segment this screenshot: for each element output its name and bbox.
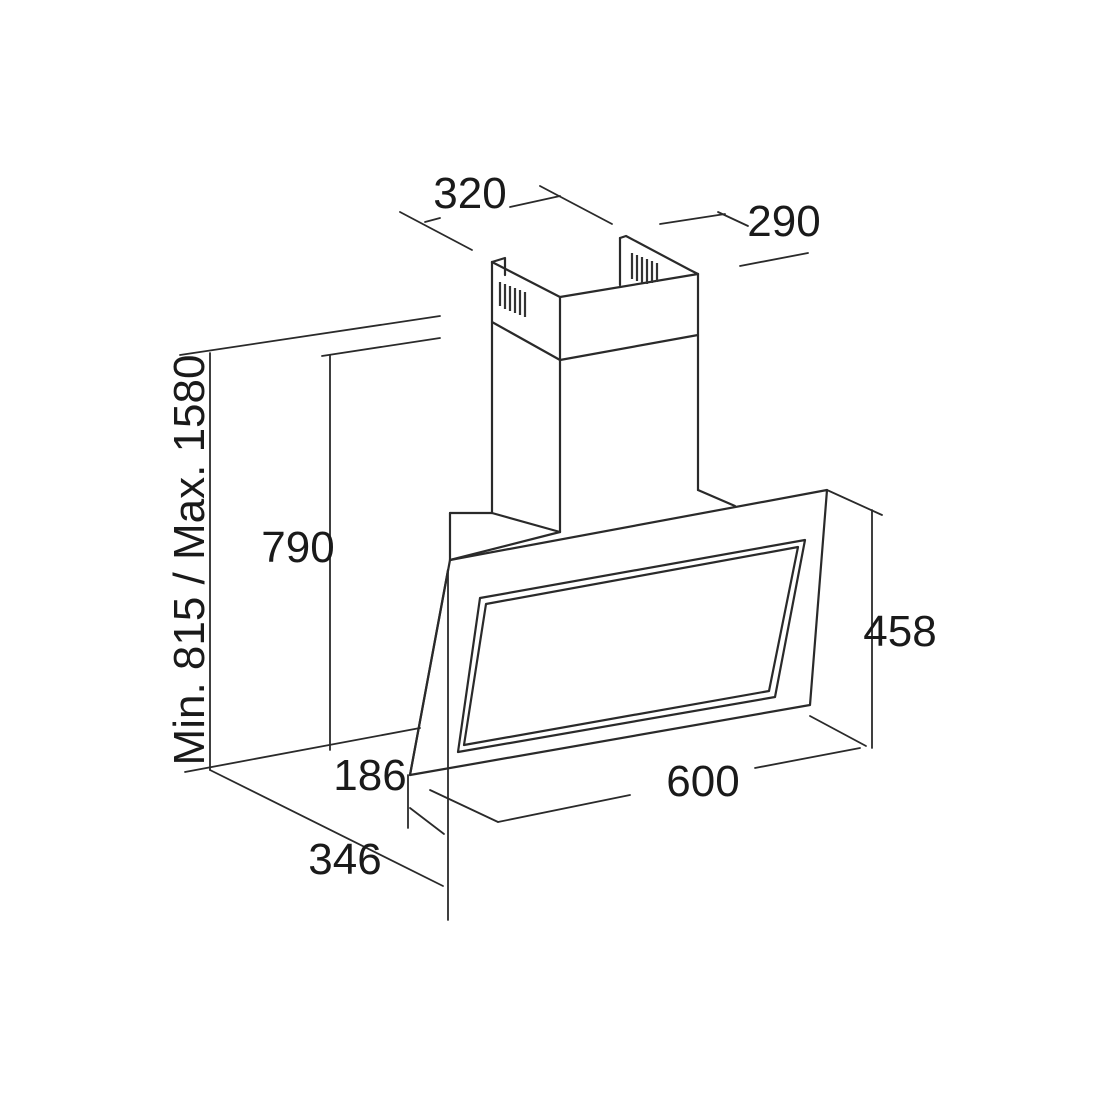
dim-hood-width: 600 bbox=[666, 757, 739, 806]
hood-top-right bbox=[696, 488, 737, 508]
chimney-left-vent bbox=[498, 282, 527, 317]
dim-chimney-width: 320 bbox=[433, 169, 506, 218]
chimney-upper-top-edge bbox=[490, 260, 700, 299]
dim-chimney-depth: 290 bbox=[747, 197, 820, 246]
glass-panel-frame-inner bbox=[462, 545, 800, 747]
dim-hood-height: 458 bbox=[863, 607, 936, 656]
glass-panel-side bbox=[408, 568, 450, 777]
dim-panel-depth: 186 bbox=[333, 751, 406, 800]
hood-body bbox=[408, 488, 829, 777]
dim-chimney-height: 790 bbox=[261, 523, 334, 572]
chimney-left-flange bbox=[490, 256, 507, 277]
chimney-back-flange bbox=[618, 234, 700, 276]
chimney-right-vent bbox=[630, 253, 659, 284]
hood-top-inner bbox=[490, 511, 562, 534]
dim-total-height: Min. 815 / Max. 1580 bbox=[165, 355, 214, 766]
glass-panel-frame-outer bbox=[456, 538, 807, 754]
chimney bbox=[490, 234, 700, 534]
dim-total-depth: 346 bbox=[308, 835, 381, 884]
glass-panel bbox=[408, 488, 829, 777]
dimension-lines bbox=[179, 185, 883, 921]
hood-top-step bbox=[448, 530, 562, 562]
